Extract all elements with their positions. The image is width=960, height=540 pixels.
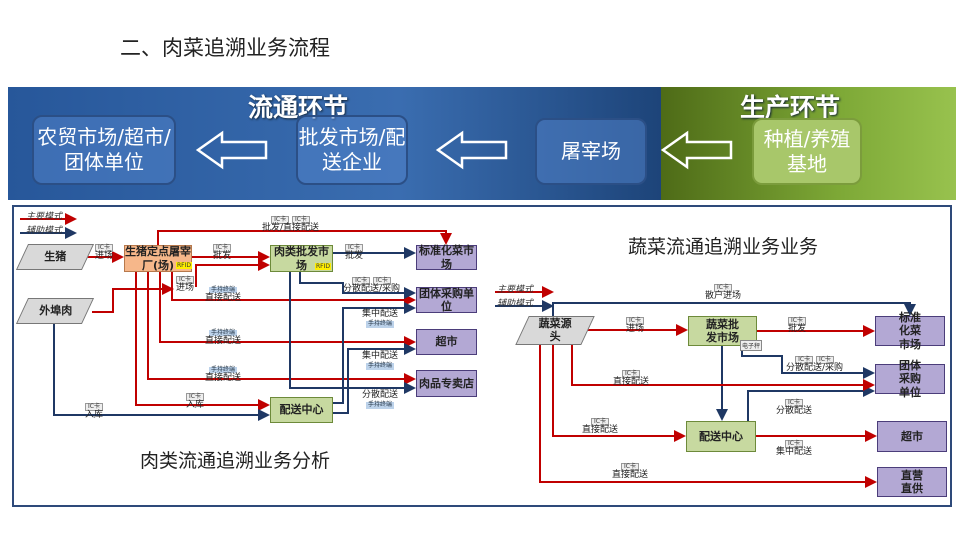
node-veg-source: 蔬菜源头 — [515, 316, 595, 345]
veg-caption: 蔬菜流通追溯业务业务 — [628, 236, 819, 258]
node-slaughterhouse: 生猪定点屠宰厂(场) — [124, 245, 192, 272]
edge-label: IC卡 IC卡批发/直接配送 — [262, 216, 320, 234]
edge-label: IC卡直接配送 — [613, 370, 650, 388]
stage-retail: 农贸市场/超市/团体单位 — [32, 115, 176, 185]
edge-label: IC卡进场 — [626, 317, 645, 335]
rfid-tag: RFID — [315, 263, 332, 270]
edge-label: IC卡集中配送 — [776, 440, 813, 458]
node-import-meat: 外埠肉 — [15, 298, 95, 324]
edge-label: IC卡直接配送 — [612, 463, 649, 481]
node-pig: 生猪 — [15, 244, 95, 270]
edge-label: IC卡批发 — [345, 244, 364, 262]
legend-main-veg: 主要模式 — [497, 285, 534, 295]
node-veg-supermarket: 超市 — [877, 421, 947, 452]
banner-arrows — [195, 130, 733, 170]
node-meat-store: 肉品专卖店 — [416, 370, 477, 397]
node-veg-distribution: 配送中心 — [686, 421, 756, 452]
meat-caption: 肉类流通追溯业务分析 — [140, 450, 331, 472]
edge-label: 集中配送手持终端 — [362, 351, 399, 370]
node-direct-supply: 直营直供 — [877, 467, 947, 497]
edge-label: 分散配送手持终端 — [362, 390, 399, 409]
edge-label: IC卡进场 — [176, 276, 195, 294]
edge-label: IC卡进场 — [95, 244, 114, 262]
node-supermarket: 超市 — [416, 329, 477, 355]
hollow-arrow-icon — [660, 130, 733, 170]
edge-label: IC卡 IC卡分散配送/采购 — [343, 277, 401, 295]
node-veg-std-market: 标准化菜市场 — [875, 311, 945, 351]
node-distribution-center: 配送中心 — [270, 397, 333, 423]
hollow-arrow-icon — [195, 130, 268, 170]
node-group-purchase: 团体采购单位 — [416, 287, 477, 313]
legend-aux-veg: 辅助模式 — [497, 299, 534, 309]
edge-label: IC卡批发 — [788, 317, 807, 335]
edge-label: IC卡批发 — [213, 244, 232, 262]
edge-label: IC卡分散配送 — [776, 399, 813, 417]
edge-label: IC卡 IC卡分散配送/采购 — [786, 356, 844, 374]
production-title: 生产环节 — [740, 93, 841, 122]
slide-title: 二、肉菜追溯业务流程 — [120, 36, 330, 60]
edge-label: IC卡入库 — [85, 403, 104, 421]
edge-label: 手持终端直接配送 — [205, 329, 242, 347]
edge-label: 手持终端直接配送 — [205, 366, 242, 384]
legend-aux: 辅助模式 — [26, 226, 63, 236]
scale-tag: 电子秤 — [740, 340, 763, 351]
legend-main: 主要模式 — [26, 212, 63, 222]
edge-label: 手持终端直接配送 — [205, 286, 242, 304]
edge-label: IC卡入库 — [186, 393, 205, 411]
edge-label: IC卡散户进场 — [705, 284, 742, 302]
node-std-market: 标准化菜市场 — [416, 244, 477, 271]
stage-wholesale: 批发市场/配送企业 — [296, 115, 408, 185]
stage-slaughter: 屠宰场 — [535, 118, 647, 185]
stage-farm: 种植/养殖基地 — [752, 118, 862, 185]
hollow-arrow-icon — [435, 130, 508, 170]
node-veg-group: 团体采购单位 — [875, 359, 945, 399]
edge-label: 集中配送手持终端 — [362, 309, 399, 328]
edge-label: IC卡直接配送 — [582, 418, 619, 436]
rfid-tag: RFID — [176, 262, 193, 269]
